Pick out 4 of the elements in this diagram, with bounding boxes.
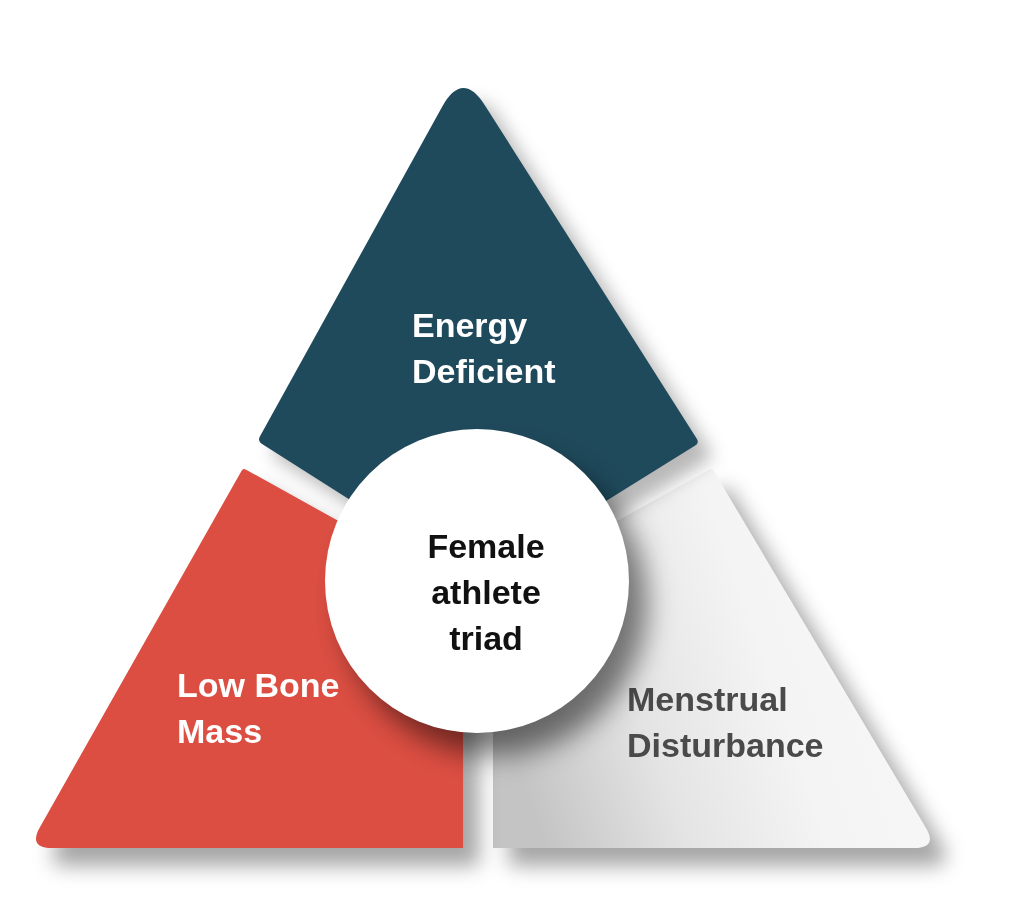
segment-label: Menstrual Disturbance <box>627 679 825 766</box>
center-label: Female athlete triad <box>426 526 546 659</box>
segment-label: Low Bone Mass <box>177 665 341 752</box>
segment-label: Energy Deficient <box>412 305 557 392</box>
